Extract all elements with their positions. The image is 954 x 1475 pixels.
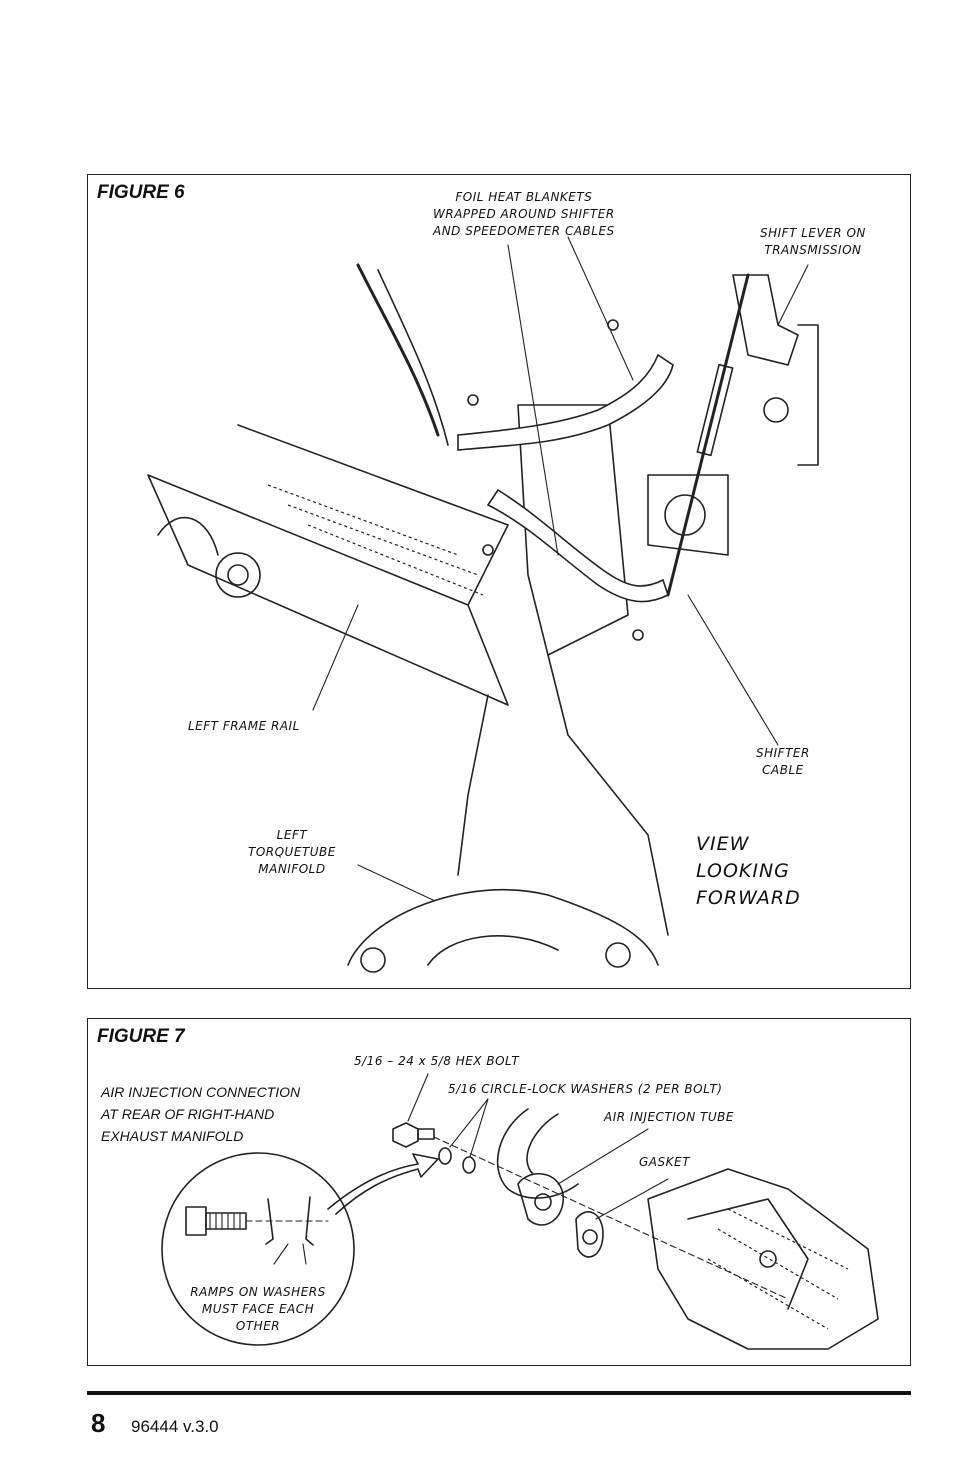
view-line-2: LOOKING [696,860,790,882]
heat-blanket-lower [486,488,669,603]
lock-washer-1 [438,1147,452,1165]
shifter-cable-label: SHIFTER CABLE [756,745,810,779]
shifter-cable-sleeve [696,363,734,457]
figure-7-illustration [161,1073,879,1350]
tube-flange [517,1172,564,1226]
wire-loom [356,263,440,437]
exhaust-manifold [647,1168,879,1350]
figure-7-title: FIGURE 7 [97,1026,185,1047]
shift-lever-label: SHIFT LEVER ON TRANSMISSION [760,225,866,259]
bracket-left [157,516,219,556]
torquetube-line-2-text: TORQUETUBE [248,845,336,859]
figure-7-caption: AIR INJECTION CONNECTION AT REAR OF RIGH… [101,1081,300,1147]
detail-bolt-head [185,1206,207,1236]
gasket-label: GASKET [639,1155,690,1169]
clamp-ring-2 [467,394,479,406]
leader-air-tube [557,1128,649,1185]
shifter-cable-line-2: CABLE [762,763,804,777]
foil-label-line-3: AND SPEEDOMETER CABLES [433,224,615,238]
figure-7-panel: FIGURE 7 5/16 – 24 x 5/8 HEX BOLT 5/16 C… [87,1018,911,1366]
leader-frame-rail [312,604,359,711]
ramps-note-label: RAMPS ON WASHERS MUST FACE EACH OTHER [172,1284,344,1335]
clamp-ring-4 [482,544,494,556]
leader-torquetube [357,864,434,901]
leader-shift-lever [777,264,809,326]
manifold-shading [707,1208,849,1330]
transmission-body [517,404,629,656]
foil-heat-blankets-label: FOIL HEAT BLANKETS WRAPPED AROUND SHIFTE… [433,189,615,240]
torquetube-line-3-text: MANIFOLD [258,862,326,876]
footer-rule [87,1391,911,1395]
view-line-1: VIEW [696,833,750,855]
frame-rail-shape [147,474,509,706]
torquetube-line-1-text: LEFT [276,828,308,842]
wire-loom-2 [377,269,449,446]
callout-arrow [327,1153,439,1215]
transmission-case-right [797,324,819,466]
view-line-3: FORWARD [696,887,801,909]
air-tube-inner [526,1113,559,1175]
clamp-ring-3 [632,629,644,641]
torquetube-line-1 [547,654,669,936]
manifold-flange [347,888,659,966]
air-tube-outer [496,1108,579,1199]
flange-bolt-hole-right [605,942,631,968]
left-frame-rail-label: LEFT FRAME RAIL [188,719,300,733]
document-code: 96444 v.3.0 [131,1417,219,1436]
gasket-hole [582,1229,598,1245]
figure-6-illustration [147,236,819,973]
heat-blanket-upper [457,353,674,451]
shifter-cable-line [666,273,750,597]
torquetube-line-2 [457,694,489,876]
foil-label-line-2: WRAPPED AROUND SHIFTER [433,207,615,221]
clamp-ring-1 [607,319,619,331]
foil-label-line-1: FOIL HEAT BLANKETS [455,190,593,204]
lock-washer-2 [462,1156,476,1174]
hex-bolt-head [392,1122,419,1148]
shift-lever-line-2: TRANSMISSION [764,243,862,257]
manifold-bolt-hole [759,1250,777,1268]
shifter-bracket [647,474,729,556]
bolt-head-left [215,552,261,598]
figure-6-panel: FIGURE 6 FOIL HEAT BLANKETS WRAPPED AROU… [87,174,911,989]
tube-flange-hole [534,1193,552,1211]
hex-bolt-shank [417,1128,435,1140]
detail-washers [265,1196,314,1246]
detail-ramp-arrows [273,1243,307,1265]
washers-label: 5/16 CIRCLE-LOCK WASHERS (2 PER BOLT) [448,1082,723,1096]
shift-lever-nut [763,397,789,423]
caption-line-3: EXHAUST MANIFOLD [101,1128,244,1144]
leader-shifter-cable [687,594,779,746]
leader-hex-bolt [407,1073,429,1122]
leader-foil-1 [507,244,559,556]
shifter-cable-nut [664,494,706,536]
ramps-line-1: RAMPS ON WASHERS [190,1285,326,1299]
detail-bolt-threads [209,1212,241,1230]
manifold-port [687,1198,809,1310]
detail-circle [161,1152,355,1346]
gasket-shape [575,1211,604,1258]
caption-line-2: AT REAR OF RIGHT-HAND [101,1106,275,1122]
bolt-center-left [227,564,249,586]
figure-6-title: FIGURE 6 [97,182,185,203]
left-torquetube-label: LEFT TORQUETUBE MANIFOLD [248,827,336,878]
frame-rail-top [237,424,509,606]
shift-lever [732,274,799,366]
frame-rail-shading [267,484,484,596]
view-looking-forward-label: VIEW LOOKING FORWARD [696,831,801,912]
flange-opening [427,935,559,966]
assembly-centerline [433,1136,789,1300]
air-tube-label: AIR INJECTION TUBE [604,1110,734,1124]
ramps-line-3: OTHER [235,1319,281,1333]
caption-line-1: AIR INJECTION CONNECTION [101,1084,301,1100]
shifter-cable-line-1: SHIFTER [756,746,810,760]
leader-gasket [595,1178,669,1220]
page-number: 8 [91,1408,106,1438]
ramps-line-2: MUST FACE EACH [201,1302,315,1316]
hex-bolt-label: 5/16 – 24 x 5/8 HEX BOLT [354,1054,520,1068]
shift-lever-line-1: SHIFT LEVER ON [760,226,866,240]
leader-washers [449,1098,489,1158]
flange-bolt-hole-left [360,947,386,973]
leader-foil-2 [567,236,634,381]
